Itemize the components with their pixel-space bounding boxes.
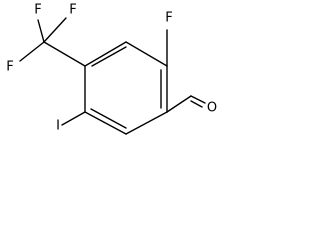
bond-ring-i	[61, 111, 86, 126]
bond-ring-5	[84, 111, 127, 135]
atom-f-left: F	[6, 60, 13, 75]
bond-cf3-f-top-2	[43, 17, 67, 43]
atom-oxygen: O	[207, 101, 217, 116]
structure-diagram: F F F F I O	[6, 3, 217, 135]
bond-aldehyde-carbon	[166, 95, 192, 113]
bond-cf3-f-top-1	[37, 19, 45, 43]
bond-aldehyde-co-inner	[190, 100, 203, 108]
bond-cf3-ring	[43, 41, 86, 67]
atom-iodine: I	[56, 119, 60, 134]
atom-f-top-2: F	[69, 3, 76, 18]
atom-f-top-1: F	[34, 3, 41, 18]
bond-cf3-f-left	[19, 41, 45, 62]
bond-ring-2	[125, 41, 168, 67]
atom-f-ring: F	[165, 11, 172, 26]
bond-lines	[19, 17, 206, 135]
bond-ring-5-inner	[90, 108, 127, 129]
bond-aldehyde-co	[190, 95, 206, 104]
bond-ring-1-inner	[91, 46, 127, 67]
atom-labels: F F F F I O	[6, 3, 217, 134]
bond-ring-1	[84, 41, 127, 67]
bond-ring-4	[125, 111, 168, 135]
